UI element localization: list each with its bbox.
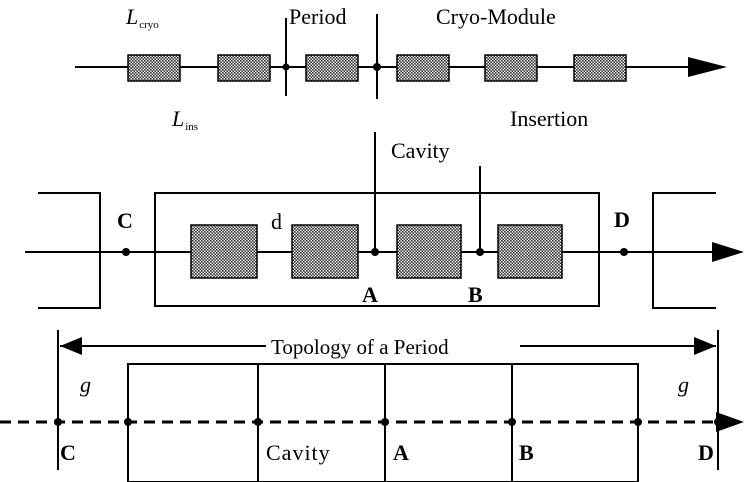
- node-a: [371, 248, 379, 256]
- cavity-block: [396, 224, 462, 279]
- cryo-module-detail: [25, 132, 744, 309]
- cavity-label-middle: Cavity: [391, 138, 450, 163]
- period-topology: [0, 330, 744, 482]
- l-cryo-label: Lcryo: [125, 4, 159, 31]
- node-c: [122, 248, 130, 256]
- span-arrowhead-right: [694, 337, 716, 355]
- period-node: [282, 63, 290, 71]
- point-d-label: D: [614, 207, 630, 232]
- cavity-block: [396, 54, 450, 82]
- cavity-block: [190, 224, 258, 279]
- cryo-module-label: Cryo-Module: [436, 4, 556, 29]
- node-b: [476, 248, 484, 256]
- cavity-block: [127, 54, 181, 82]
- gap-d-label: d: [271, 209, 282, 234]
- node: [634, 418, 642, 426]
- point-d-label: D: [698, 440, 714, 465]
- point-a-label: A: [362, 282, 378, 307]
- cavity-block: [573, 54, 627, 82]
- point-c-label: C: [60, 440, 76, 465]
- cavity-block: [217, 54, 271, 82]
- node-d: [620, 248, 628, 256]
- right-neighbor-bracket: [652, 192, 716, 309]
- node-b: [508, 418, 516, 426]
- topology-label: Topology of a Period: [271, 335, 449, 359]
- span-arrowhead-left: [60, 337, 82, 355]
- period-node: [373, 63, 381, 71]
- cavity-block: [291, 224, 359, 279]
- node: [124, 418, 132, 426]
- node-d: [714, 418, 722, 426]
- period-label: Period: [289, 4, 346, 29]
- l-ins-label: Lins: [171, 106, 198, 133]
- cavity-block: [497, 224, 563, 279]
- insertion-label: Insertion: [510, 106, 588, 131]
- node: [254, 418, 262, 426]
- cryostat-outline: [154, 192, 600, 307]
- point-c-label: C: [117, 208, 133, 233]
- g-label-right: g: [678, 372, 689, 397]
- point-a-label: A: [393, 440, 409, 465]
- node-a: [381, 418, 389, 426]
- left-neighbor-bracket: [38, 192, 101, 309]
- arrowhead-top: [688, 57, 727, 77]
- g-label-left: g: [80, 372, 91, 397]
- point-b-label: B: [519, 440, 534, 465]
- arrowhead-bottom: [716, 412, 744, 432]
- cavity-block: [305, 54, 359, 82]
- cavity-block: [484, 54, 538, 82]
- cavity-label-bottom: Cavity: [266, 440, 331, 465]
- topology-label-bg: [268, 334, 518, 358]
- point-b-label: B: [468, 282, 483, 307]
- cryo-module-chain: [75, 14, 727, 99]
- node-c: [54, 418, 62, 426]
- arrowhead-middle: [712, 242, 744, 262]
